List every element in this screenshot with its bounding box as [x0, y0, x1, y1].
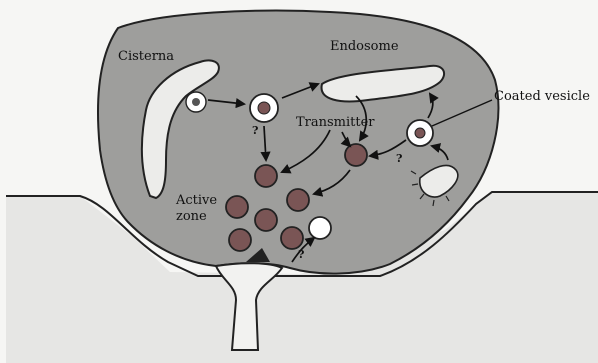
- vesicle-5: [255, 209, 277, 231]
- coated-vesicle-budding: [186, 92, 206, 112]
- vesicle-2: [345, 144, 367, 166]
- label-active-line1: Active: [175, 193, 217, 208]
- coated-vesicle-1: [250, 94, 278, 122]
- vesicle-3: [226, 196, 248, 218]
- label-transmitter: Transmitter: [296, 115, 375, 130]
- vesicle-7: [281, 227, 303, 249]
- label-question-3: ?: [298, 248, 304, 261]
- label-question-2: ?: [396, 152, 402, 165]
- label-cisterna: Cisterna: [118, 49, 174, 64]
- coated-vesicle-2: [407, 120, 433, 146]
- vesicle-6: [229, 229, 251, 251]
- label-question-1: ?: [252, 124, 258, 137]
- vesicle-1: [255, 165, 277, 187]
- label-active-line2: zone: [176, 209, 207, 224]
- empty-vesicle: [309, 217, 331, 239]
- label-endosome: Endosome: [330, 39, 399, 54]
- label-coated-vesicle: Coated vesicle: [494, 89, 590, 104]
- vesicle-4: [287, 189, 309, 211]
